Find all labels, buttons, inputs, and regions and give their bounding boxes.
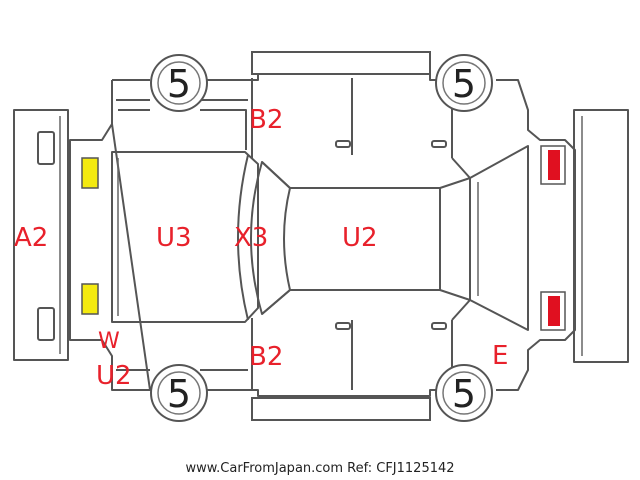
- rear-bumper: [573, 109, 629, 363]
- door-handle-front-top: [335, 140, 351, 148]
- tire-number-rear-top: 5: [452, 62, 476, 106]
- door-handle-front-bottom: [335, 322, 351, 330]
- tire-rear-bottom: 5: [435, 364, 493, 422]
- headlight-bottom: [81, 283, 99, 315]
- code-roof: U2: [342, 223, 378, 253]
- taillight-top: [548, 150, 560, 180]
- code-door-top: B2: [249, 105, 283, 135]
- code-hood: U3: [156, 223, 192, 253]
- code-windshield: X3: [234, 223, 268, 253]
- tire-number-front-bottom: 5: [167, 372, 191, 416]
- door-handle-rear-top: [431, 140, 447, 148]
- code-door-bottom: B2: [249, 342, 283, 372]
- front-fog-light-bottom: [37, 307, 55, 341]
- footer-reference: www.CarFromJapan.com Ref: CFJ1125142: [185, 461, 454, 476]
- hood: [111, 151, 259, 323]
- tire-number-rear-bottom: 5: [452, 372, 476, 416]
- front-fog-light-top: [37, 131, 55, 165]
- side-bottom: [116, 318, 453, 421]
- side-top: [116, 51, 453, 158]
- code-front-bumper: A2: [14, 223, 48, 253]
- code-rear-bottom: E: [492, 341, 508, 371]
- door-handle-rear-bottom: [431, 322, 447, 330]
- front-bumper: [13, 109, 69, 361]
- taillight-bottom: [548, 296, 560, 326]
- tire-front-top: 5: [150, 54, 208, 112]
- headlight-top: [81, 157, 99, 189]
- code-front-bottom-w: W: [98, 329, 120, 354]
- side-step-top: [251, 51, 431, 75]
- side-step-bottom: [251, 397, 431, 421]
- tire-front-bottom: 5: [150, 364, 208, 422]
- rear-hatch: [439, 145, 529, 331]
- tire-number-front-top: 5: [167, 62, 191, 106]
- code-front-bottom-u2: U2: [96, 361, 132, 391]
- roof: [261, 161, 441, 315]
- tire-rear-top: 5: [435, 54, 493, 112]
